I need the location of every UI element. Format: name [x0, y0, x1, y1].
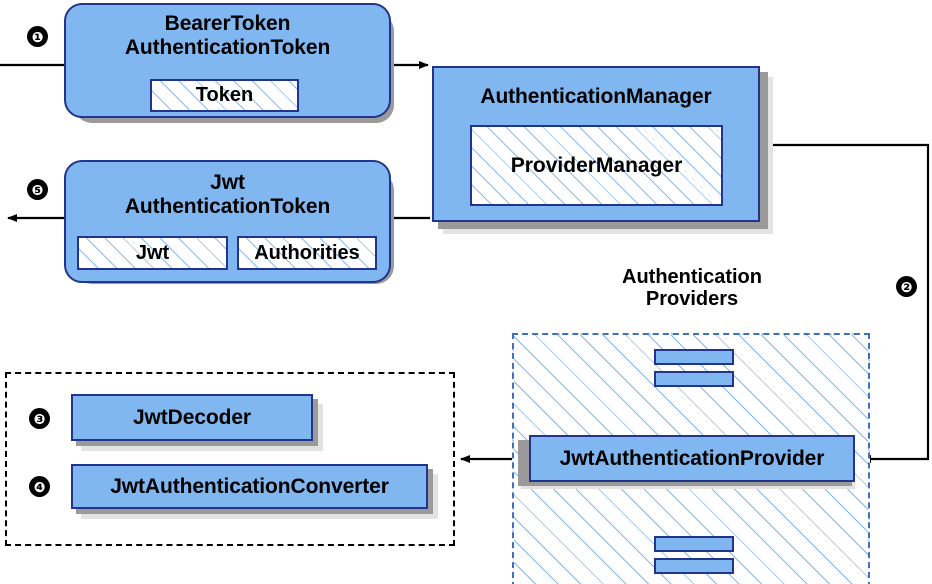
node-jwt-authentication-converter-title: JwtAuthenticationConverter [110, 474, 389, 498]
node-jwt-authentication-provider[interactable]: JwtAuthenticationProvider [529, 435, 855, 482]
step-bullet-4: ❹ [29, 476, 50, 497]
step-bullet-1: ❶ [27, 26, 48, 47]
step-bullet-2: ❷ [896, 276, 917, 297]
step-bullet-3: ❸ [29, 408, 50, 429]
compartment-token: Token [150, 79, 299, 112]
node-jwt-token-title: Jwt AuthenticationToken [125, 171, 330, 218]
provider-stub-top-1 [654, 349, 734, 365]
node-jwt-token-title-line1: Jwt [210, 171, 245, 194]
node-jwt-decoder[interactable]: JwtDecoder [71, 394, 313, 441]
group-jwt-support [5, 372, 455, 546]
compartment-provider-manager: ProviderManager [470, 125, 723, 206]
compartment-authorities: Authorities [237, 236, 377, 270]
provider-stub-bottom-2 [654, 558, 734, 574]
node-bearer-token-authentication-token[interactable]: BearerToken AuthenticationToken [64, 3, 391, 118]
step-bullet-5: ❺ [27, 179, 48, 200]
node-jwt-token-title-line2: AuthenticationToken [124, 194, 331, 218]
compartment-jwt-label: Jwt [135, 241, 170, 264]
compartment-token-label: Token [195, 84, 254, 106]
node-bearer-token-title-line1: BearerToken [164, 12, 291, 35]
provider-stub-bottom-1 [654, 536, 734, 552]
group-caption-line2: Providers [645, 288, 739, 310]
compartment-provider-manager-label: ProviderManager [510, 153, 683, 177]
node-jwt-decoder-title: JwtDecoder [132, 405, 252, 429]
compartment-authorities-label: Authorities [254, 241, 360, 264]
node-authentication-manager-title: AuthenticationManager [480, 85, 712, 108]
node-jwt-authentication-provider-title: JwtAuthenticationProvider [559, 446, 825, 470]
node-jwt-authentication-converter[interactable]: JwtAuthenticationConverter [71, 464, 428, 509]
group-authentication-providers-caption: Authentication Providers [552, 266, 832, 310]
compartment-jwt: Jwt [77, 236, 228, 270]
provider-stub-top-2 [654, 371, 734, 387]
node-bearer-token-title-line2: AuthenticationToken [124, 35, 331, 59]
node-bearer-token-title: BearerToken AuthenticationToken [125, 12, 330, 59]
group-caption-line1: Authentication [622, 266, 762, 288]
